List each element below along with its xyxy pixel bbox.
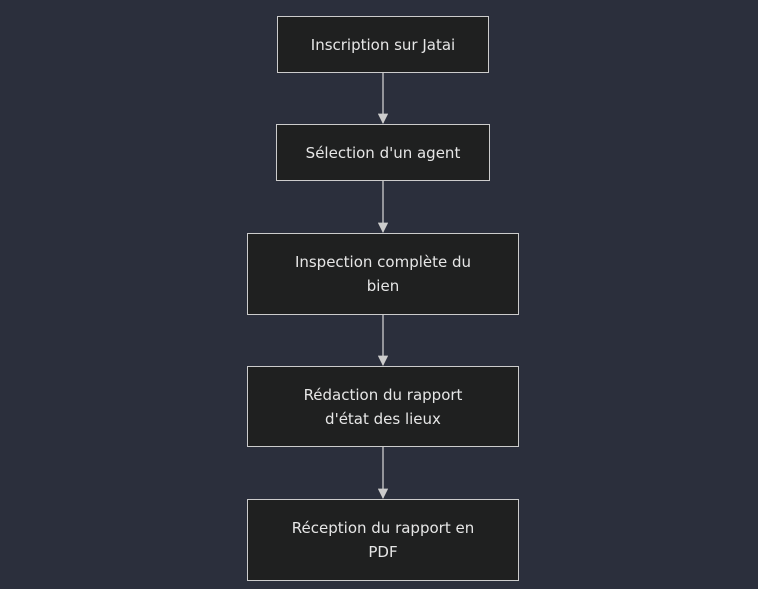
node-selection-agent: Sélection d'un agent — [276, 124, 490, 181]
node-label: Réception du rapport en PDF — [291, 519, 475, 561]
node-inspection-bien: Inspection complète du bien — [247, 233, 519, 315]
node-redaction-rapport: Rédaction du rapport d'état des lieux — [247, 366, 519, 447]
node-label: Inscription sur Jatai — [310, 35, 456, 54]
node-reception-pdf: Réception du rapport en PDF — [247, 499, 519, 581]
node-inscription-jatai: Inscription sur Jatai — [277, 16, 489, 73]
node-label: Inspection complète du bien — [294, 253, 472, 295]
node-label: Rédaction du rapport d'état des lieux — [303, 385, 463, 428]
node-label: Sélection d'un agent — [305, 143, 461, 162]
